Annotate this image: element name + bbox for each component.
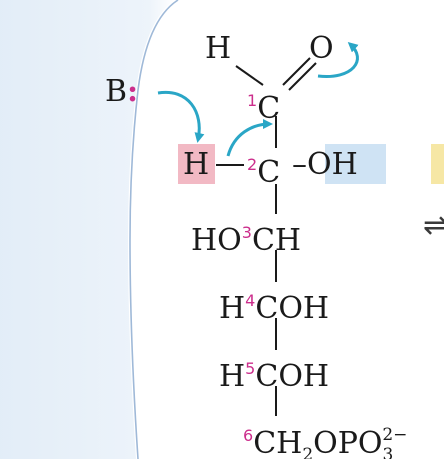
enzyme-region — [0, 0, 175, 459]
c3-right: CH — [251, 223, 302, 258]
c6-number: 6 — [243, 426, 254, 445]
bond-c1-o-b — [288, 62, 317, 91]
c3-number: 3 — [241, 223, 252, 242]
enzyme-edge — [129, 0, 179, 459]
c1-hydrogen: H — [205, 33, 231, 65]
c2-hydrogen: H — [183, 149, 209, 181]
c4-left: H — [219, 291, 246, 326]
c6-sub1: 2 — [302, 445, 314, 459]
c4-right: COH — [255, 291, 330, 326]
c2-carbon: 2C — [247, 149, 280, 189]
c5-right: COH — [255, 359, 330, 394]
arrow-base-to-hydrogen — [157, 90, 205, 143]
c5-row: H5COH — [219, 353, 329, 393]
highlight-next-structure — [431, 144, 444, 184]
c1-carbon-text: C — [257, 91, 281, 126]
c2-hydroxyl-text: –OH — [292, 147, 358, 182]
c3-left: HO — [191, 223, 242, 258]
c1-number: 1 — [247, 91, 258, 110]
c5-left: H — [219, 359, 246, 394]
c1-oxygen-text: O — [309, 31, 334, 66]
base-lone-pair: : — [127, 74, 139, 109]
c1-hydrogen-text: H — [205, 31, 232, 66]
c6-charge: 2− — [382, 425, 408, 445]
c2-carbon-text: C — [257, 155, 281, 190]
c3-row: HO3CH — [191, 217, 301, 257]
c4-number: 4 — [245, 291, 256, 310]
bond-c1-o-a — [282, 57, 311, 86]
c2-hydrogen-text: H — [183, 147, 210, 182]
c6-row: 6CH2OPO32− — [243, 419, 407, 459]
c5-number: 5 — [245, 359, 256, 378]
equilibrium-arrow: ⇌ — [423, 208, 444, 243]
c1-oxygen: O — [309, 33, 334, 65]
c2-hydroxyl: –OH — [292, 149, 358, 181]
highlight-c2-hydroxyl — [325, 144, 386, 184]
c2-number: 2 — [247, 155, 258, 174]
c1-carbon: 1C — [247, 85, 280, 125]
base-label: B: — [105, 76, 138, 108]
c6-mid: OPO — [313, 426, 383, 459]
highlight-c2-hydrogen — [178, 144, 215, 184]
bond-h-c1 — [235, 65, 264, 86]
c4-row: H4COH — [219, 285, 329, 325]
c6-main: CH — [253, 426, 303, 459]
base-letter: B — [105, 74, 128, 109]
arrow-pi-bond-to-oxygen — [317, 42, 359, 79]
c6-sub2: 3 — [382, 445, 394, 459]
arrow-ch-bond-to-c1c2 — [226, 119, 273, 157]
